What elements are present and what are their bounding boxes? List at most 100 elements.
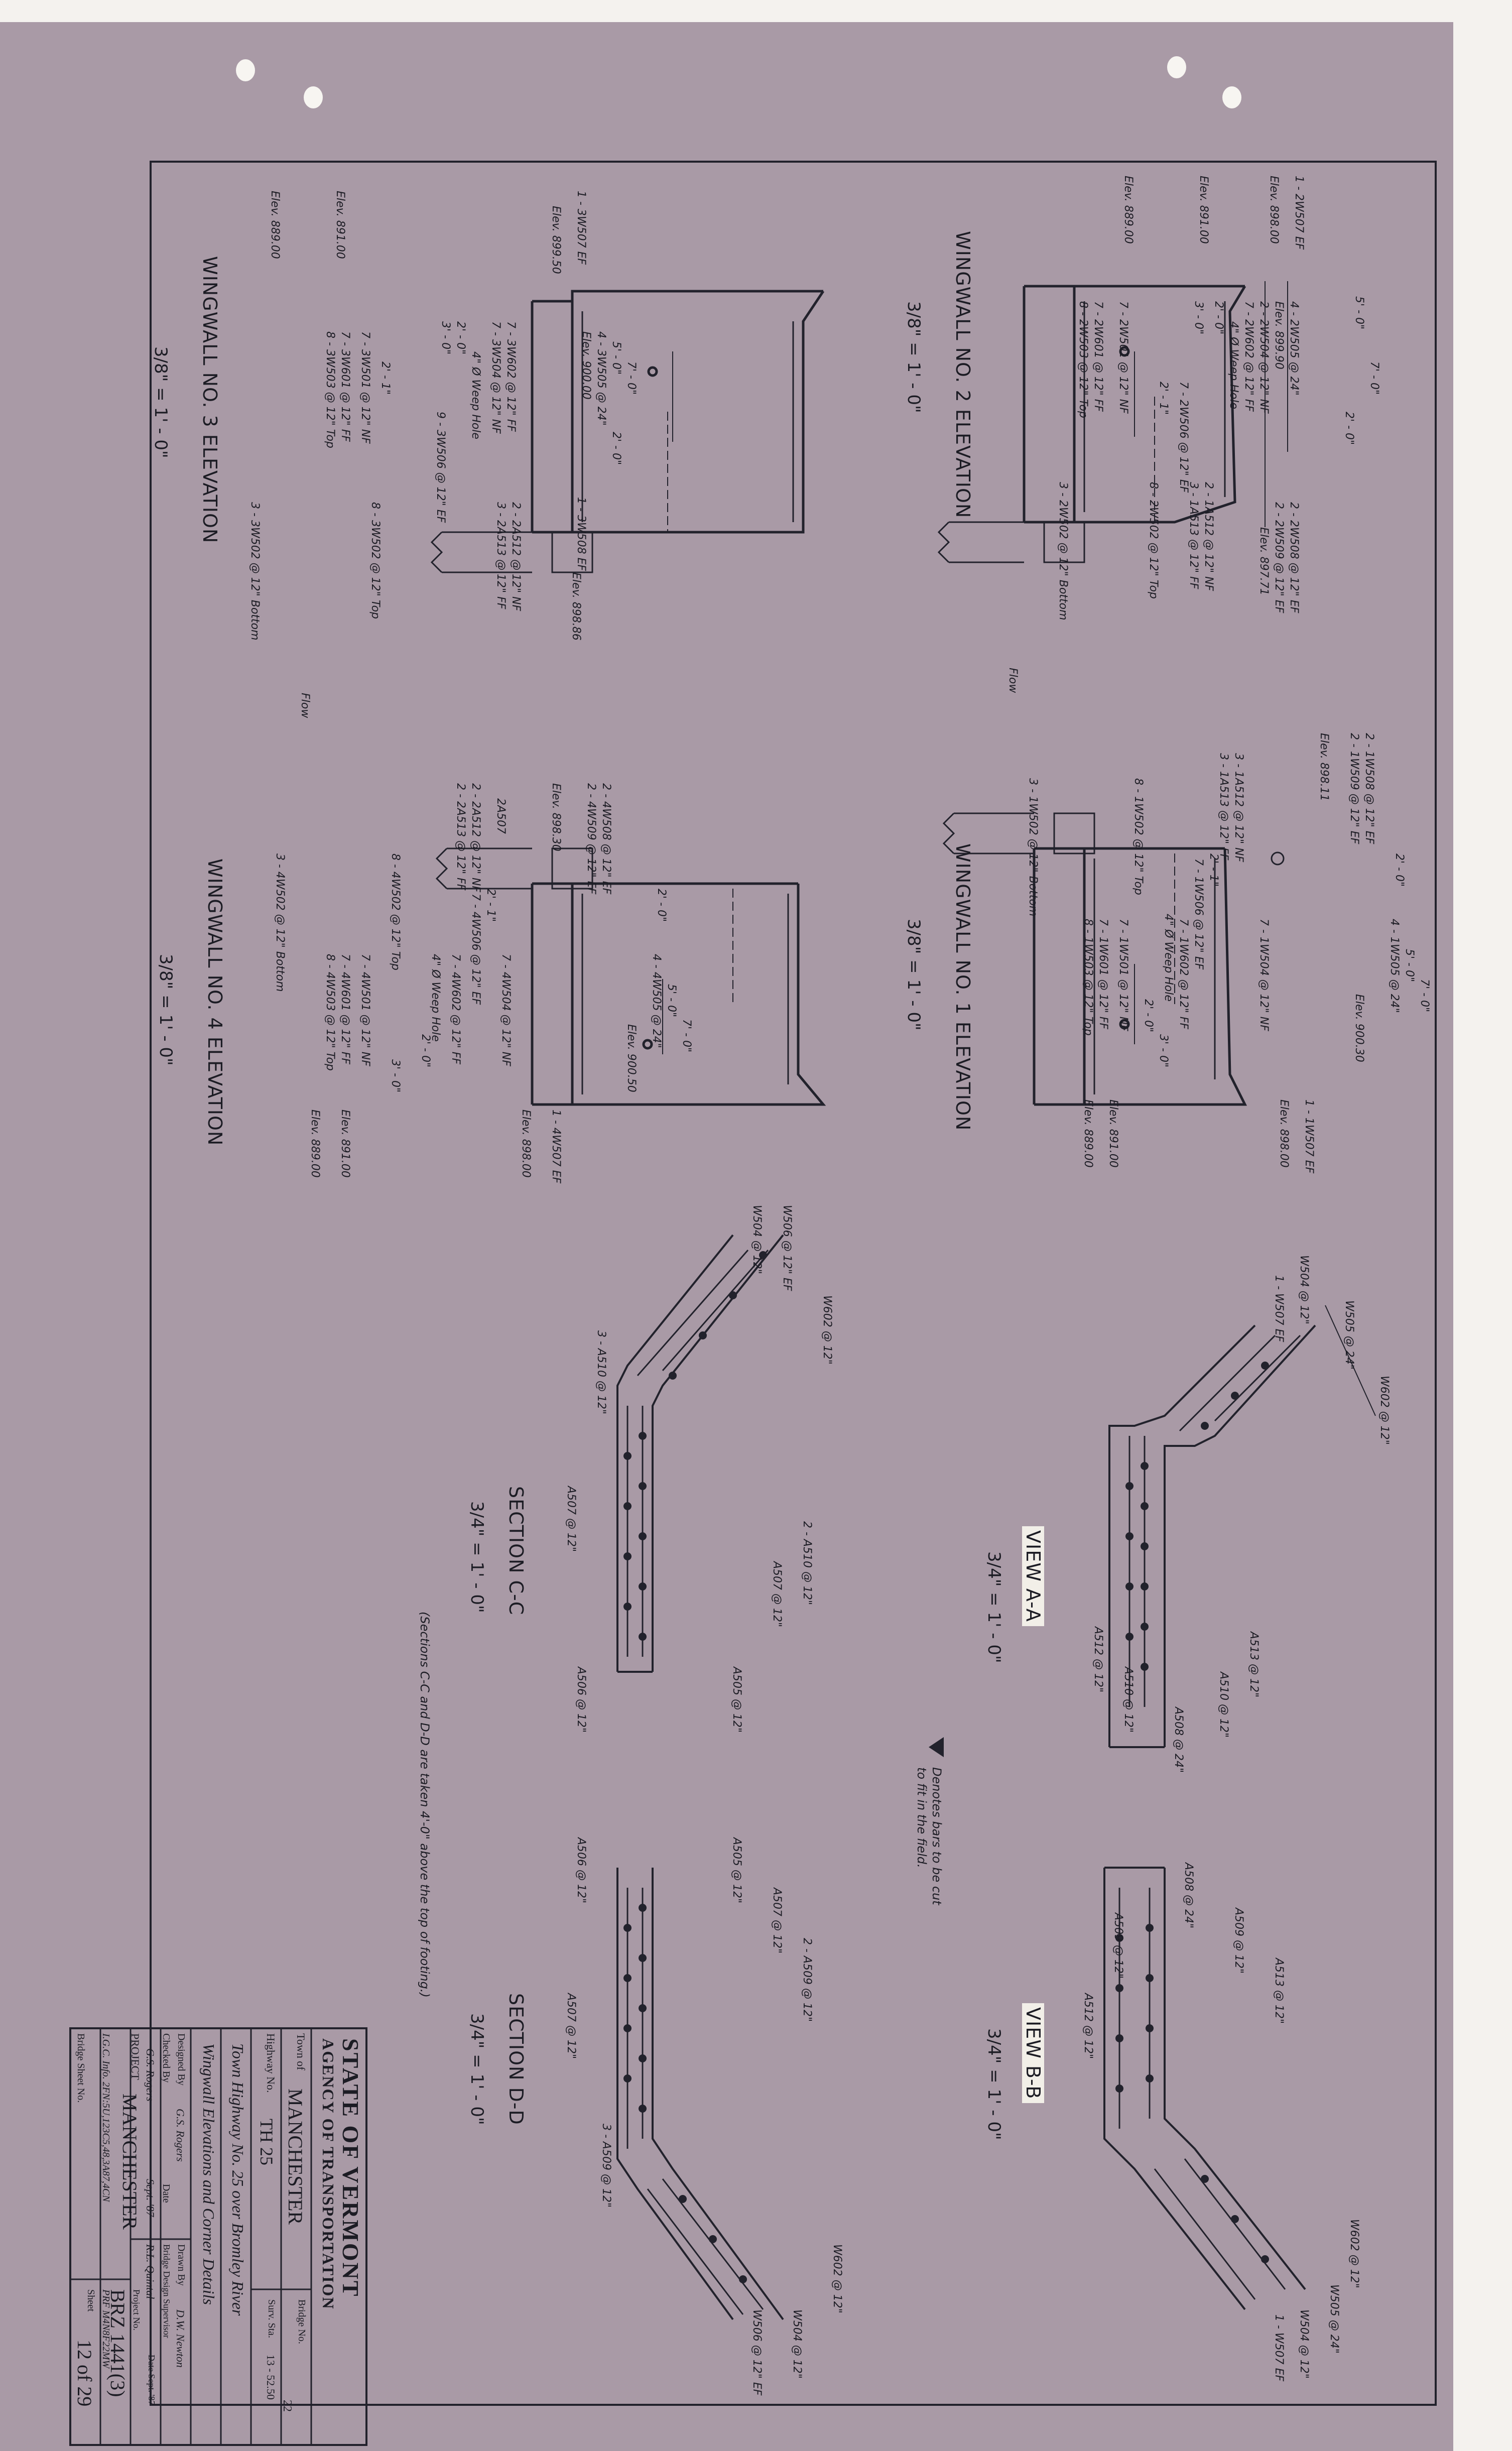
wingwall-4-label: Elev. 889.00 <box>309 1110 321 1178</box>
wingwall-3-label: 4 - 3W505 @ 24" <box>595 331 607 426</box>
view-aa-scale: 3/4" = 1' - 0" <box>984 1551 1004 1663</box>
wingwall-2-label: 2 - 1A512 @ 12" NF <box>1202 482 1215 591</box>
view-aa-label: W504 @ 12" <box>1298 1255 1310 1324</box>
title-block-description-2: Wingwall Elevations and Corner Details <box>200 2043 218 2305</box>
title-block-grid <box>70 2028 312 2445</box>
wingwall-1-label: 2 - 1W508 @ 12" EF <box>1363 733 1375 844</box>
wingwall-4-label: 7 - 4W602 @ 12" FF <box>449 954 462 1065</box>
sheet-border <box>150 161 1437 2406</box>
flow-label: Flow <box>299 693 311 718</box>
wingwall-2-label: 3' - 0" <box>1192 301 1205 335</box>
wingwall-3-label: 9 - 3W506 @ 12" EF <box>434 412 447 523</box>
title-block-town-label: Town of <box>295 2033 307 2070</box>
title-block-checked-by: G.S. Rogers <box>144 2048 157 2102</box>
paper-right-margin <box>1453 0 1512 2451</box>
wingwall-1-label: 3 - 1A512 @ 12" NF <box>1232 753 1245 863</box>
wingwall-3-label: 7 - 3W501 @ 12" NF <box>359 331 371 444</box>
title-block-checked-by-label: Checked By <box>161 2033 172 2083</box>
wingwall-1-label: 2' - 0" <box>1142 999 1155 1033</box>
wingwall-3-label: 1 - 3W507 EF <box>575 191 587 265</box>
wingwall-2-label: 7 - 2W601 @ 12" FF <box>1092 301 1104 412</box>
wingwall-2-scale: 3/8" = 1' - 0" <box>904 301 924 413</box>
section-dd-scale: 3/4" = 1' - 0" <box>467 2013 487 2125</box>
section-cc-label: A507 @ 12" <box>771 1561 783 1628</box>
title-block-station-label: Surv. Sta. <box>266 2299 277 2339</box>
view-bb-label: W602 @ 12" <box>1348 2219 1360 2288</box>
wingwall-2-label: 2' - 1" <box>1157 382 1170 415</box>
wingwall-4-label: 8 - 4W502 @ 12" Top <box>389 853 402 970</box>
wingwall-3-label: Elev. 889.00 <box>269 191 281 259</box>
section-dd-linework <box>616 1868 784 2320</box>
wingwall-4-label: 3 - 4W502 @ 12" Bottom <box>274 853 286 992</box>
wingwall-2-label: 2 - 2W509 @ 12" EF <box>1273 502 1285 614</box>
title-block-file-no: PRF M4N8F22MW <box>100 2289 111 2369</box>
view-aa-linework <box>1108 1305 1376 1748</box>
wingwall-3-label: 2 - 2A512 @ 12" NF <box>510 502 522 611</box>
wingwall-4-scale: 3/8" = 1' - 0" <box>156 954 176 1066</box>
view-aa-label: A510 @ 12" <box>1217 1672 1230 1738</box>
wingwall-2-label: 7' - 0" <box>1368 361 1380 395</box>
wingwall-1-label: 7 - 1W506 @ 12" EF <box>1192 859 1205 970</box>
title-block-frame <box>69 2027 367 2446</box>
view-bb-label: A513 @ 12" <box>1273 1958 1285 2024</box>
wingwall-1-label: 2 - 1W509 @ 12" EF <box>1348 733 1360 844</box>
title-block-date-label: Date <box>161 2184 172 2203</box>
section-dd-label: A507 @ 12" <box>771 1888 783 1954</box>
title-block-bridge-no: 22 <box>281 2400 294 2412</box>
section-dd-bars <box>623 1904 747 2283</box>
wingwall-4-label: 2' - 1" <box>484 889 497 922</box>
title-block-town: MANCHESTER <box>284 2089 307 2225</box>
section-cc-label: W506 @ 12" EF <box>781 1205 793 1291</box>
punch-hole <box>236 59 255 81</box>
title-block-designed-by: G.S. Rogers <box>174 2109 187 2162</box>
section-dd-label: A505 @ 12" <box>730 1837 743 1904</box>
title-block-drawn-by-label: Drawn By <box>176 2244 187 2286</box>
punch-hole <box>304 86 323 108</box>
section-cc-label: W504 @ 12" <box>750 1205 763 1274</box>
wingwall-3-label: 8 - 3W502 @ 12" Top <box>369 502 382 619</box>
wingwall-4-label: 7 - 4W506 @ 12" EF <box>469 894 482 1005</box>
section-cc-title: SECTION C-C <box>505 1486 527 1616</box>
view-aa-label: W505 @ 24" <box>1343 1300 1355 1370</box>
wingwall-2-label: Elev. 898.00 <box>1268 176 1280 244</box>
view-bb-linework <box>1103 1867 1306 2310</box>
punch-hole <box>1167 56 1186 78</box>
wingwall-4-label: 2 - 4W509 @ 12" EF <box>585 783 597 895</box>
wingwall-3-label: 4" Ø Weep Hole <box>469 351 482 439</box>
wingwall-2-label: 2 - 2W504 @ 12" NF <box>1257 301 1270 414</box>
wingwall-1-label: Elev. 889.00 <box>1082 1099 1094 1168</box>
view-aa-label: A510 @ 12" <box>1122 1667 1135 1733</box>
section-dd-label: W602 @ 12" <box>831 2244 843 2313</box>
wingwall-3-label: 3 - 3W502 @ 12" Bottom <box>248 502 261 641</box>
sections-note: (Sections C-C and D-D are taken 4'-0" ab… <box>418 1612 432 1998</box>
wingwall-2-label: Elev. 891.00 <box>1197 176 1210 244</box>
section-cc-label: W602 @ 12" <box>821 1295 833 1365</box>
wingwall-2-label: 5' - 0" <box>1353 296 1365 330</box>
title-block-sheet: 12 of 29 <box>73 2340 96 2407</box>
view-bb-bars <box>1115 1924 1269 2263</box>
section-cc-label: A506 @ 12" <box>575 1667 587 1733</box>
wingwall-2-label: 3 - 1A513 @ 12" FF <box>1187 482 1200 589</box>
view-bb-title: VIEW B-B <box>1022 2003 1044 2104</box>
wingwall-4-label: 2 - 2A512 @ 12" NF <box>469 783 482 893</box>
wingwall-1-label: 7 - 1W504 @ 12" NF <box>1257 919 1270 1031</box>
wingwall-2-title: WINGWALL NO. 2 ELEVATION <box>952 231 974 519</box>
wingwall-3-label: 3' - 0" <box>439 321 452 355</box>
flow-label: Flow <box>1006 668 1019 693</box>
wingwall-2-label: Elev. 897.71 <box>1257 527 1270 595</box>
wingwall-2-label: 7 - 2W602 @ 12" FF <box>1242 301 1255 412</box>
wingwall-3-label: 7' - 0" <box>625 361 638 395</box>
wingwall-1-label: 8 - 1W503 @ 12" Top <box>1082 919 1094 1036</box>
view-aa-label: A513 @ 12" <box>1247 1632 1260 1698</box>
wingwall-2-label: 1 - 2W507 EF <box>1293 176 1305 250</box>
wingwall-1-label: 4 - 1W505 @ 24" <box>1388 919 1401 1013</box>
wingwall-3-label: 8 - 3W503 @ 12" Top <box>324 331 336 448</box>
wingwall-4-title: WINGWALL NO. 4 ELEVATION <box>204 859 226 1146</box>
wingwall-2-label: Elev. 899.90 <box>1273 301 1285 370</box>
wingwall-4-label: 2' - 0" <box>419 1034 432 1068</box>
wingwall-3-label: 1 - 3W508 EF <box>575 497 587 571</box>
wingwall-1-elevation <box>942 812 1285 1106</box>
wingwall-1-label: 2' - 1" <box>1207 853 1220 887</box>
title-block-agency: AGENCY OF TRANSPORTATION <box>319 2038 337 2310</box>
